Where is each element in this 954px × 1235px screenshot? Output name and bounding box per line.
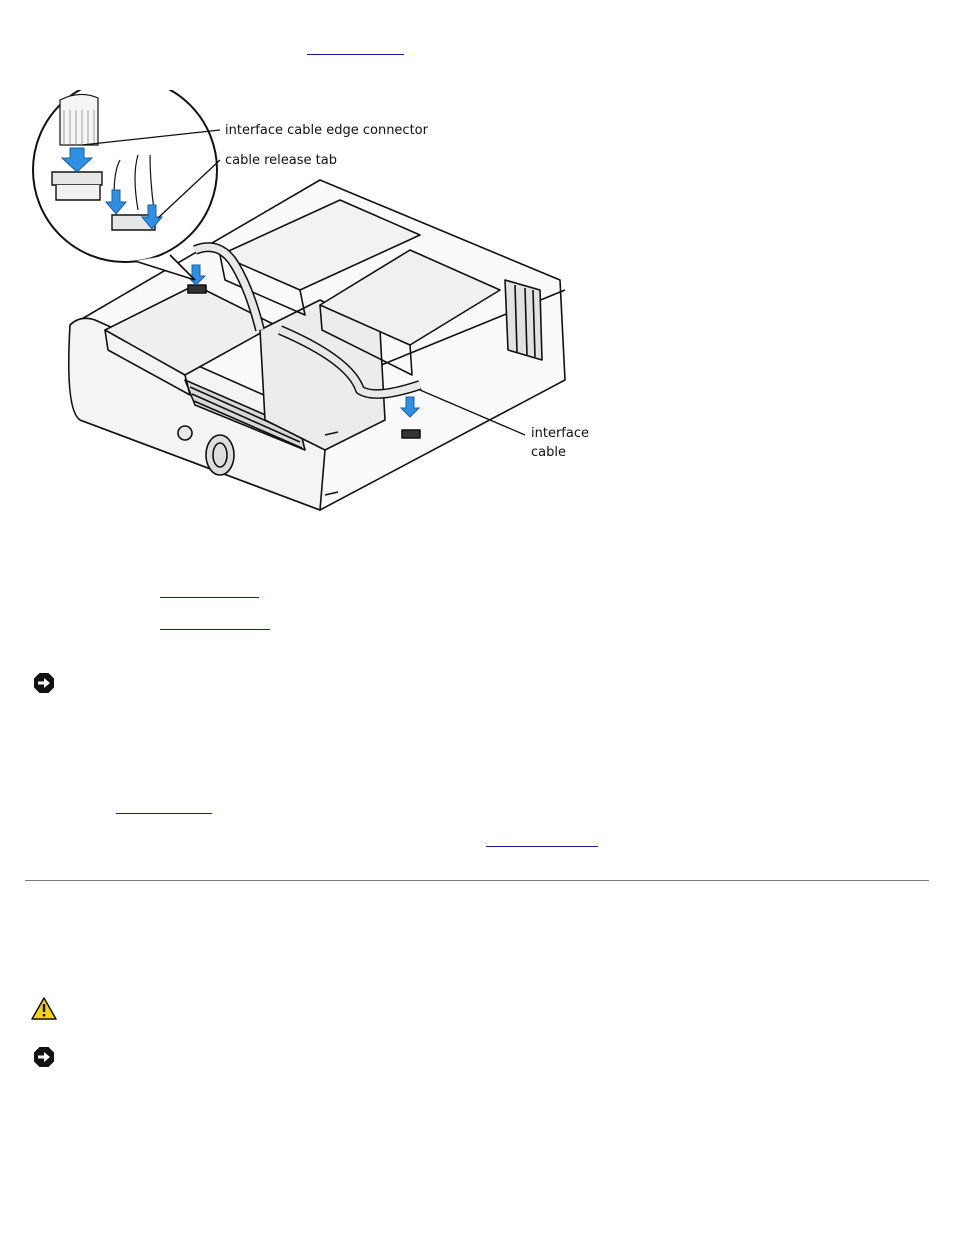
link-underline-2[interactable] bbox=[160, 629, 270, 630]
label-interface-cable-line1: interface bbox=[531, 426, 589, 441]
link-underline-top[interactable] bbox=[307, 54, 404, 55]
link-underline-3[interactable] bbox=[116, 813, 212, 814]
notice-icon bbox=[34, 1047, 54, 1067]
link-underline-4[interactable] bbox=[486, 846, 598, 847]
section-divider bbox=[25, 880, 929, 881]
label-cable-release-tab: cable release tab bbox=[225, 153, 337, 168]
link-underline-1[interactable] bbox=[160, 597, 259, 598]
notice-icon bbox=[34, 673, 54, 693]
label-interface-cable-edge-connector: interface cable edge connector bbox=[225, 123, 428, 138]
caution-icon bbox=[31, 997, 57, 1020]
label-interface-cable-line2: cable bbox=[531, 445, 566, 460]
drive-installation-figure bbox=[32, 90, 566, 511]
